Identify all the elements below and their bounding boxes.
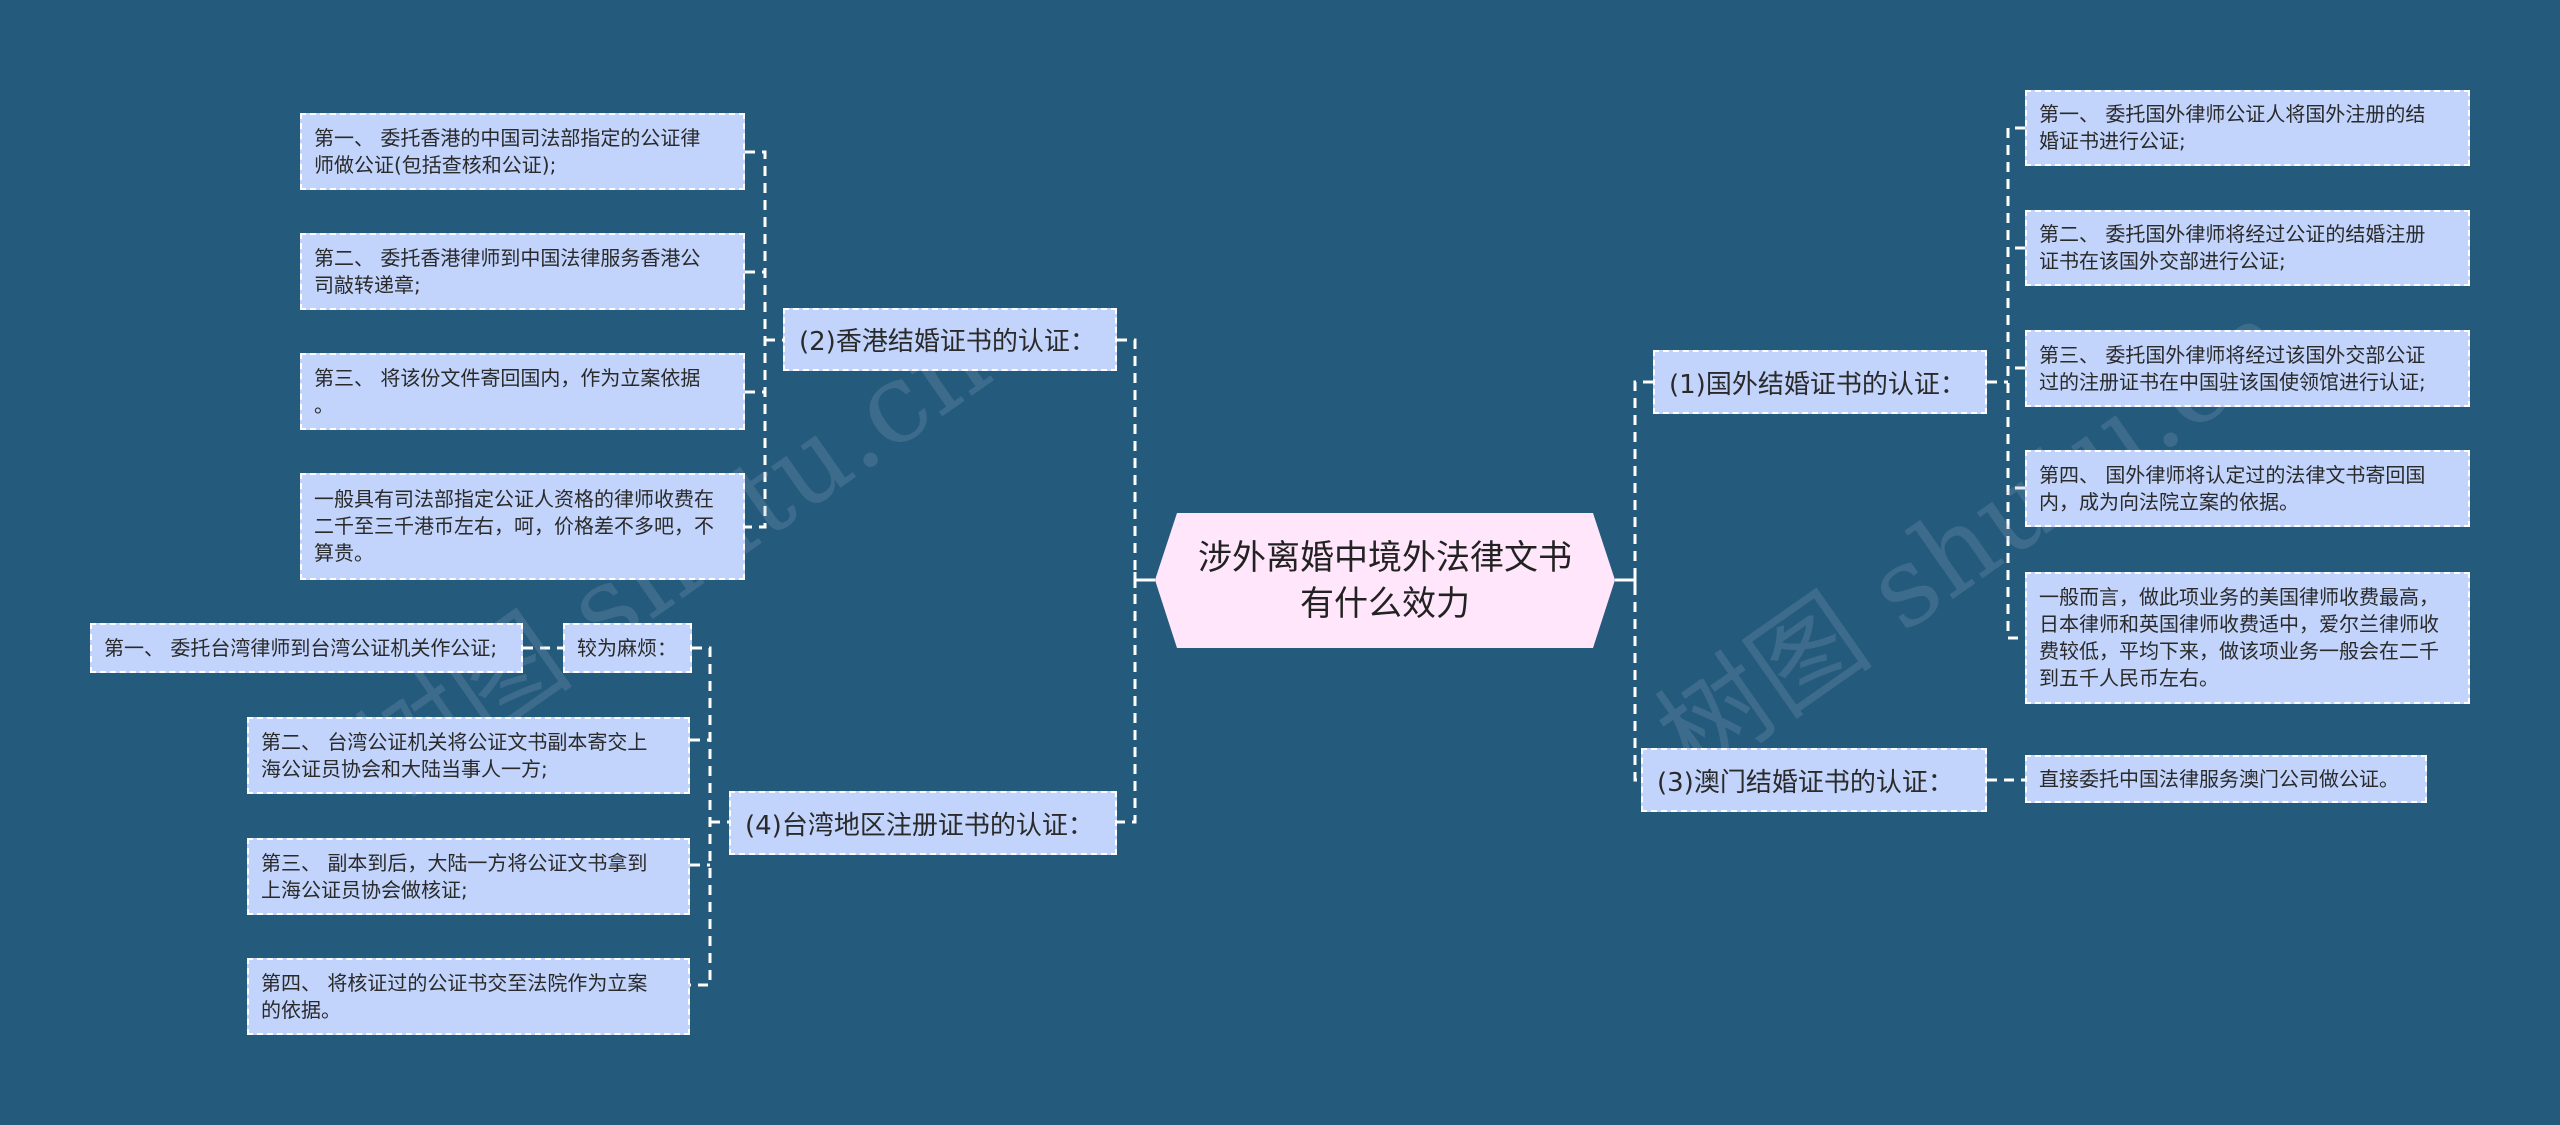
- leaf-text: 司敲转递章;: [314, 272, 421, 297]
- leaf-text: 师做公证(包括查核和公证);: [314, 152, 557, 177]
- root-topic[interactable]: 涉外离婚中境外法律文书 有什么效力: [1155, 513, 1615, 648]
- hongkong-step-2[interactable]: 第二、 委托香港律师到中国法律服务香港公司敲转递章;: [300, 233, 745, 310]
- leaf-text: 算贵。: [314, 541, 374, 565]
- leaf-text: 第三、 将该份文件寄回国内，作为立案依据: [314, 365, 701, 390]
- leaf-text: 第三、 副本到后，大陆一方将公证文书拿到: [261, 850, 648, 875]
- leaf-text: 的依据。: [261, 997, 341, 1022]
- leaf-text: 一般具有司法部指定公证人资格的律师收费在: [314, 487, 714, 511]
- branch-foreign[interactable]: (1)国外结婚证书的认证：: [1653, 350, 1987, 414]
- leaf-text: 第二、 委托香港律师到中国法律服务香港公: [314, 245, 701, 270]
- branch-macau-label: (3)澳门结婚证书的认证：: [1657, 767, 1954, 798]
- branch-taiwan[interactable]: (4)台湾地区注册证书的认证：: [729, 791, 1117, 855]
- leaf-text: 费较低，平均下来，做该项业务一般会在二千: [2039, 639, 2439, 663]
- leaf-text: 到五千人民币左右。: [2039, 666, 2219, 690]
- leaf-text: 过的注册证书在中国驻该国使领馆进行认证;: [2039, 369, 2426, 394]
- leaf-text: 一般而言，做此项业务的美国律师收费最高，: [2039, 585, 2439, 609]
- branch-macau[interactable]: (3)澳门结婚证书的认证：: [1641, 748, 1987, 812]
- leaf-text: 第四、 将核证过的公证书交至法院作为立案: [261, 970, 648, 995]
- leaf-text: 第三、 委托国外律师将经过该国外交部公证: [2039, 342, 2426, 367]
- leaf-text: 第一、 委托台湾律师到台湾公证机关作公证;: [104, 635, 498, 660]
- foreign-step-4[interactable]: 第四、 国外律师将认定过的法律文书寄回国内，成为向法院立案的依据。: [2025, 450, 2470, 527]
- branch-hongkong-label: (2)香港结婚证书的认证：: [799, 327, 1096, 357]
- leaf-text: 第四、 国外律师将认定过的法律文书寄回国: [2039, 462, 2426, 487]
- leaf-text: 日本律师和英国律师收费适中，爱尔兰律师收: [2039, 612, 2439, 636]
- foreign-step-1[interactable]: 第一、 委托国外律师公证人将国外注册的结婚证书进行公证;: [2025, 90, 2470, 166]
- leaf-text: 海公证员协会和大陆当事人一方;: [261, 756, 548, 781]
- leaf-text: 第二、 委托国外律师将经过公证的结婚注册: [2039, 222, 2426, 246]
- taiwan-sub-topic[interactable]: 较为麻烦：: [563, 623, 692, 673]
- leaf-text: 第一、 委托国外律师公证人将国外注册的结: [2039, 102, 2426, 126]
- leaf-text: 较为麻烦：: [577, 635, 677, 660]
- leaf-text: 证书在该国外交部进行公证;: [2039, 249, 2286, 273]
- macau-step-1[interactable]: 直接委托中国法律服务澳门公司做公证。: [2025, 755, 2427, 803]
- leaf-text: 直接委托中国法律服务澳门公司做公证。: [2039, 766, 2399, 791]
- hongkong-step-1[interactable]: 第一、 委托香港的中国司法部指定的公证律师做公证(包括查核和公证);: [300, 113, 745, 190]
- taiwan-step-4[interactable]: 第四、 将核证过的公证书交至法院作为立案的依据。: [247, 958, 690, 1035]
- leaf-text: 二千至三千港币左右，呵，价格差不多吧，不: [314, 514, 714, 538]
- foreign-fee-note[interactable]: 一般而言，做此项业务的美国律师收费最高， 日本律师和英国律师收费适中，爱尔兰律师收…: [2025, 572, 2470, 704]
- leaf-text: 第二、 台湾公证机关将公证文书副本寄交上: [261, 729, 648, 754]
- leaf-text: 婚证书进行公证;: [2039, 129, 2186, 153]
- branch-foreign-label: (1)国外结婚证书的认证：: [1669, 369, 1966, 400]
- branch-hongkong[interactable]: (2)香港结婚证书的认证：: [783, 308, 1117, 371]
- taiwan-step-2[interactable]: 第二、 台湾公证机关将公证文书副本寄交上海公证员协会和大陆当事人一方;: [247, 717, 690, 794]
- hongkong-step-3[interactable]: 第三、 将该份文件寄回国内，作为立案依据。: [300, 353, 745, 430]
- leaf-text: 内，成为向法院立案的依据。: [2039, 489, 2299, 514]
- foreign-step-2[interactable]: 第二、 委托国外律师将经过公证的结婚注册证书在该国外交部进行公证;: [2025, 210, 2470, 286]
- root-title-line-1: 涉外离婚中境外法律文书: [1198, 537, 1572, 578]
- foreign-step-3[interactable]: 第三、 委托国外律师将经过该国外交部公证过的注册证书在中国驻该国使领馆进行认证;: [2025, 330, 2470, 407]
- leaf-text: 。: [314, 392, 334, 417]
- hongkong-fee-note[interactable]: 一般具有司法部指定公证人资格的律师收费在二千至三千港币左右，呵，价格差不多吧，不…: [300, 473, 745, 580]
- taiwan-step-3[interactable]: 第三、 副本到后，大陆一方将公证文书拿到上海公证员协会做核证;: [247, 838, 690, 915]
- root-title-line-2: 有什么效力: [1300, 583, 1470, 624]
- leaf-text: 第一、 委托香港的中国司法部指定的公证律: [314, 125, 701, 150]
- leaf-text: 上海公证员协会做核证;: [261, 877, 468, 902]
- taiwan-step-1[interactable]: 第一、 委托台湾律师到台湾公证机关作公证;: [90, 623, 523, 673]
- branch-taiwan-label: (4)台湾地区注册证书的认证：: [745, 810, 1094, 841]
